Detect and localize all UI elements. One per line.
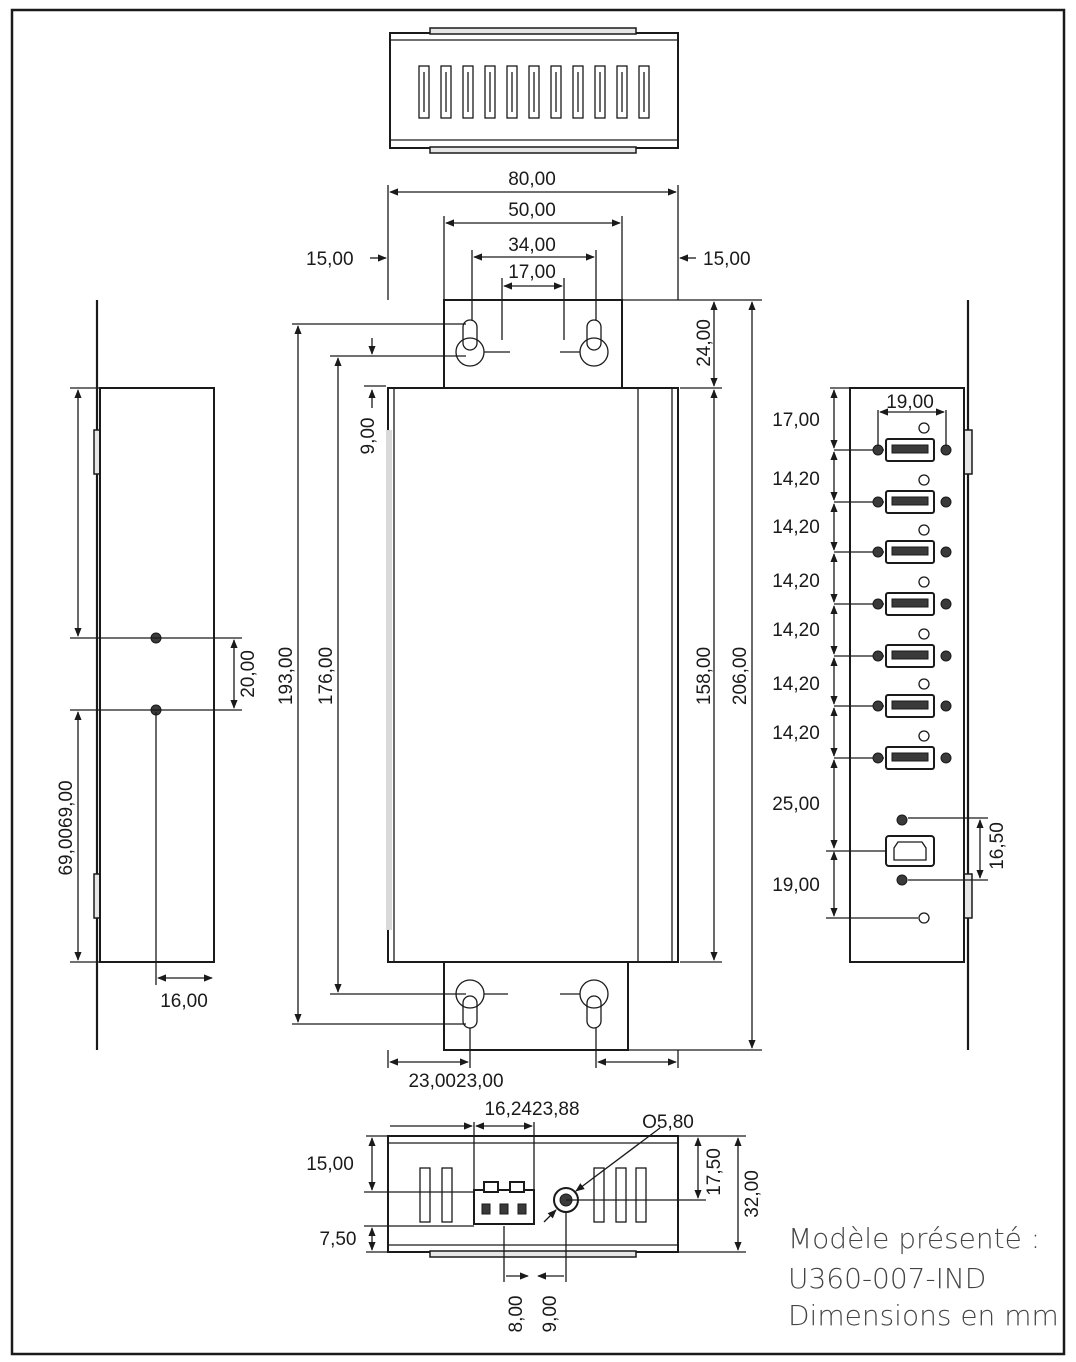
dim-left-20: 20,00 (238, 650, 259, 698)
dim-front-9: 9,00 (540, 1296, 561, 1333)
dim-bottom-23: 23,0023,00 (408, 1071, 503, 1092)
dim-width-total: 80,00 (508, 169, 556, 190)
dim-port-step-1: 14,20 (772, 469, 820, 490)
right-side-view (826, 300, 988, 1050)
vent-slot (594, 65, 606, 119)
usb-a-port (834, 730, 952, 770)
usb-a-port (834, 524, 952, 564)
page-frame (10, 8, 1066, 1356)
dim-port-step-4: 14,20 (772, 620, 820, 641)
dim-front-dia: O5,80 (642, 1112, 694, 1133)
dim-left-16: 16,00 (160, 991, 208, 1012)
vent-slot (638, 65, 650, 119)
dim-left-69: 69,0069,00 (56, 780, 77, 875)
vent-slot (528, 65, 540, 119)
dim-holes-outer: 34,00 (508, 235, 556, 256)
vent-slot (418, 65, 430, 119)
dim-usb-b: 16,50 (987, 822, 1008, 870)
caption-line-2: U360-007-IND (788, 1262, 986, 1295)
dim-front-top: 16,2423,88 (484, 1099, 579, 1120)
top-view (389, 27, 679, 154)
keyhole-bottom-right (560, 979, 609, 1029)
usb-b-port (885, 814, 935, 924)
dim-port-step-5: 14,20 (772, 674, 820, 695)
dim-front-8: 8,00 (506, 1296, 527, 1333)
main-dimensions (292, 185, 762, 1068)
front-panel-view (364, 1122, 746, 1282)
dim-margin-left: 15,00 (306, 249, 354, 270)
dim-port-step-6: 14,20 (772, 723, 820, 744)
usb-a-port (834, 422, 952, 462)
terminal-block (473, 1181, 535, 1225)
dim-height-193: 193,00 (276, 647, 297, 705)
dim-port-gap: 25,00 (772, 794, 820, 815)
usb-a-port (834, 576, 952, 616)
dim-port-step-2: 14,20 (772, 517, 820, 538)
caption-line-3: Dimensions en mm (788, 1299, 1059, 1332)
dim-front-15: 15,00 (306, 1154, 354, 1175)
dim-holes-inner: 17,00 (508, 262, 556, 283)
vent-slot (572, 65, 584, 119)
dim-port-last: 19,00 (772, 875, 820, 896)
vent-slot (506, 65, 518, 119)
vent-slot (462, 65, 474, 119)
top-vent-slots (418, 65, 650, 119)
keyhole-top-left (455, 319, 510, 367)
main-view (386, 299, 679, 1051)
vent-slot (550, 65, 562, 119)
vent-slot (484, 65, 496, 119)
dim-port-step-3: 14,20 (772, 571, 820, 592)
dim-front-32: 32,00 (742, 1170, 763, 1218)
dim-height-206: 206,00 (730, 647, 751, 705)
caption-line-1: Modèle présenté : (788, 1222, 1040, 1255)
left-side-view (70, 300, 242, 1050)
dim-margin-right: 15,00 (703, 249, 751, 270)
usb-a-port (834, 678, 952, 718)
dim-width-mid: 50,00 (508, 200, 556, 221)
dim-front-17: 17,50 (704, 1148, 725, 1196)
usb-a-port (834, 628, 952, 668)
dim-height-176: 176,00 (316, 647, 337, 705)
vent-slot (440, 65, 452, 119)
vent-slot (616, 65, 628, 119)
dim-tab-height: 24,00 (694, 319, 715, 367)
dim-front-7: 7,50 (320, 1229, 357, 1250)
dim-hole-offset: 9,00 (358, 418, 379, 455)
usb-a-port (834, 474, 952, 514)
keyhole-top-right (560, 319, 609, 367)
dim-port-pitch: 19,00 (886, 392, 934, 413)
dim-port-first: 17,00 (772, 410, 820, 431)
usb-a-ports (834, 422, 952, 770)
dim-height-158: 158,00 (694, 647, 715, 705)
